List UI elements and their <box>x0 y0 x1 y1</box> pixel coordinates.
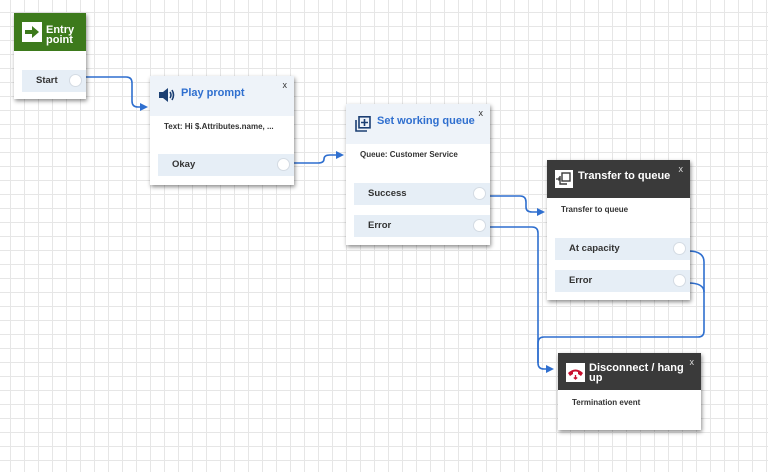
transfer-error-branch-label: Error <box>569 275 593 286</box>
start-branch-label: Start <box>36 75 58 86</box>
play-prompt-title: Play prompt <box>181 87 245 99</box>
transfer-title: Transfer to queue <box>578 170 671 182</box>
disconnect-header: Disconnect / hang up x <box>558 353 701 390</box>
okay-branch-label: Okay <box>172 159 196 170</box>
entry-point-block[interactable]: Entry point Start <box>14 13 86 99</box>
start-connector-handle[interactable] <box>69 74 82 87</box>
set-working-queue-block[interactable]: Set working queue x Queue: Customer Serv… <box>346 104 490 245</box>
close-icon[interactable]: x <box>478 108 484 118</box>
error-branch[interactable]: Error <box>354 215 490 237</box>
transfer-header: Transfer to queue x <box>547 160 690 198</box>
connector-success-to-transfer <box>488 195 545 216</box>
transfer-error-branch[interactable]: Error <box>555 270 690 292</box>
at-capacity-branch-label: At capacity <box>569 243 620 254</box>
at-capacity-branch[interactable]: At capacity <box>555 238 690 260</box>
transfer-text: Transfer to queue <box>561 205 629 214</box>
play-prompt-text: Text: Hi $.Attributes.name, ... <box>164 122 274 131</box>
error-connector-handle[interactable] <box>473 219 486 232</box>
entry-point-header: Entry point <box>14 13 86 51</box>
arrow-right-icon <box>22 22 42 42</box>
transfer-to-queue-block[interactable]: Transfer to queue x Transfer to queue At… <box>547 160 690 300</box>
play-prompt-header: Play prompt x <box>150 76 294 116</box>
disconnect-block[interactable]: Disconnect / hang up x Termination event <box>558 353 701 430</box>
okay-connector-handle[interactable] <box>277 158 290 171</box>
disconnect-text: Termination event <box>572 398 641 407</box>
start-branch[interactable]: Start <box>22 70 86 92</box>
add-queue-icon <box>355 116 371 132</box>
connector-start-to-play-prompt <box>86 76 148 111</box>
at-capacity-connector-handle[interactable] <box>673 242 686 255</box>
disconnect-title: Disconnect / hang up <box>589 362 684 384</box>
hang-up-icon <box>566 363 585 382</box>
okay-branch[interactable]: Okay <box>158 154 294 176</box>
error-branch-label: Error <box>368 220 392 231</box>
success-branch-label: Success <box>368 188 407 199</box>
close-icon[interactable]: x <box>678 164 684 174</box>
success-branch[interactable]: Success <box>354 183 490 205</box>
connector-error-to-disconnect <box>488 226 554 373</box>
play-prompt-block[interactable]: Play prompt x Text: Hi $.Attributes.name… <box>150 76 294 185</box>
set-queue-header: Set working queue x <box>346 104 490 144</box>
connector-okay-to-set-queue <box>292 151 344 164</box>
success-connector-handle[interactable] <box>473 187 486 200</box>
entry-point-title: Entry point <box>46 24 75 46</box>
transfer-error-connector-handle[interactable] <box>673 274 686 287</box>
connector-transfer-error-to-disconnect <box>687 282 705 293</box>
set-queue-title: Set working queue <box>377 115 475 127</box>
transfer-icon <box>555 170 573 188</box>
speaker-icon <box>159 88 175 102</box>
set-queue-text: Queue: Customer Service <box>360 150 458 159</box>
close-icon[interactable]: x <box>282 80 288 90</box>
close-icon[interactable]: x <box>689 357 695 367</box>
